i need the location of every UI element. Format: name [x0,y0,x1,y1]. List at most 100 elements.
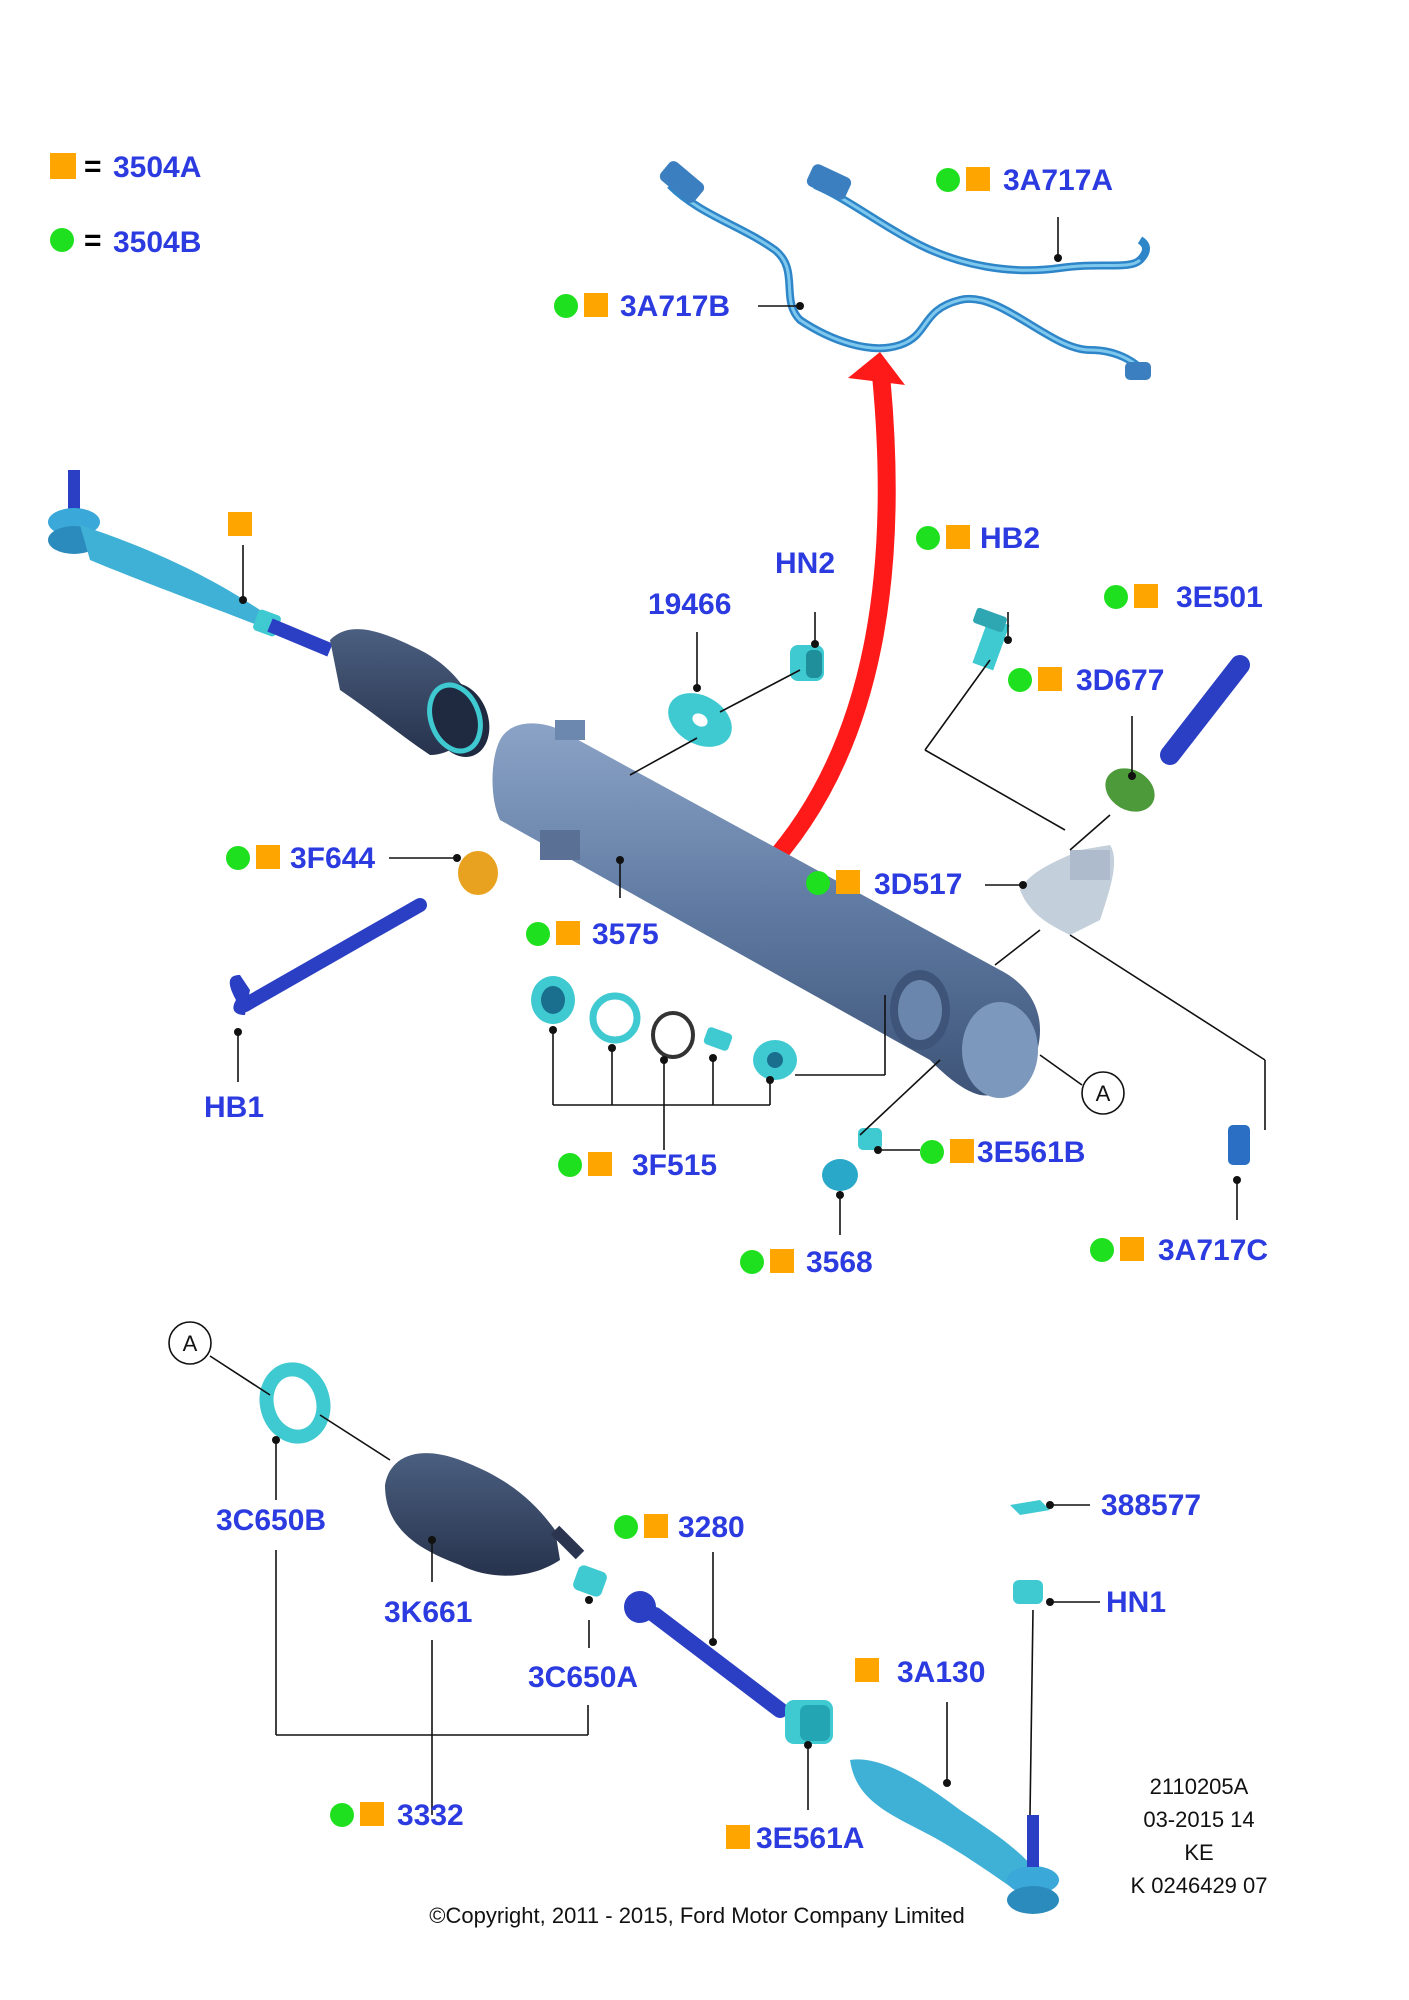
inner-tie-rod-top [267,618,333,657]
label-3K661[interactable]: 3K661 [384,1596,472,1629]
nut-HN2 [790,645,824,681]
label-3A717C[interactable]: 3A717C [1158,1234,1268,1267]
circle-icon [1104,585,1128,609]
relocation-arrow-head [848,352,905,385]
label-HN1[interactable]: HN1 [1106,1586,1166,1619]
clamp-3C650B [259,1362,331,1444]
leaders-bottom [209,1355,1100,1816]
legend-code-3504A: 3504A [113,151,201,184]
sensor-3A717C [1228,1125,1250,1165]
input-shaft-3E501 [1160,655,1250,765]
washer-19466 [668,693,732,747]
bush-3F644 [458,851,498,895]
ref-circle-top [1081,1071,1125,1115]
clamp-3C650A [573,1565,607,1597]
label-3575[interactable]: 3575 [592,918,659,951]
label-3280[interactable]: 3280 [678,1511,745,1544]
bush-3568 [822,1159,858,1191]
square-icon [950,1139,974,1163]
circle-icon [554,294,578,318]
label-HB2[interactable]: HB2 [980,522,1040,555]
legend-square-icon [50,153,76,179]
seal-3D677 [1105,768,1155,812]
harness-3A717B [659,161,1151,380]
tie-rod-end-left [48,470,281,637]
harness-3A717A [806,164,1150,275]
label-3D677[interactable]: 3D677 [1076,664,1164,697]
label-3C650B[interactable]: 3C650B [216,1504,326,1537]
label-3A717A[interactable]: 3A717A [1003,164,1113,197]
square-icon [1134,584,1158,608]
square-icon [946,525,970,549]
label-3332[interactable]: 3332 [397,1799,464,1832]
label-388577[interactable]: 388577 [1101,1489,1201,1522]
info-block: 2110205A 03-2015 14 KE K 0246429 07 [1130,1774,1267,1898]
labels-top: 3A717A 3A717B HB2 3E501 19466 HN2 3D677 … [204,164,1268,1279]
label-3A130[interactable]: 3A130 [897,1656,985,1689]
circle-icon [920,1140,944,1164]
relocation-arrow [753,364,896,882]
info-line-4: K 0246429 07 [1130,1873,1267,1898]
square-icon [1120,1237,1144,1261]
boot-3K661 [385,1453,585,1576]
square-icon [966,167,990,191]
copyright: ©Copyright, 2011 - 2015, Ford Motor Comp… [429,1903,965,1928]
circle-icon [936,168,960,192]
seal-kit-3F515 [531,976,797,1080]
nut-HN1 [1013,1580,1043,1604]
square-icon [836,870,860,894]
cotter-pin-388577 [1010,1500,1050,1515]
label-3F644[interactable]: 3F644 [290,842,375,875]
label-3568[interactable]: 3568 [806,1246,873,1279]
label-HN2[interactable]: HN2 [775,547,835,580]
circle-icon [1008,668,1032,692]
square-icon [855,1658,879,1682]
circle-icon [806,871,830,895]
bolt-HB2 [972,607,1010,671]
label-3A717B[interactable]: 3A717B [620,290,730,323]
circle-icon [526,922,550,946]
circle-icon [614,1515,638,1539]
circle-icon [330,1803,354,1827]
legend-code-3504B: 3504B [113,226,201,259]
info-line-2: 03-2015 14 [1143,1807,1254,1832]
square-icon [644,1514,668,1538]
square-icon [556,921,580,945]
info-line-3: KE [1184,1840,1213,1865]
label-HB1[interactable]: HB1 [204,1091,264,1124]
square-icon [770,1249,794,1273]
ref-marker-top: A [1096,1081,1111,1106]
boot-top [330,629,490,757]
labels-bottom: 3C650B 3K661 3280 388577 HN1 3C650A 3A13… [216,1489,1201,1855]
label-3E501[interactable]: 3E501 [1176,581,1263,614]
label-3D517[interactable]: 3D517 [874,868,962,901]
label-3F515[interactable]: 3F515 [632,1149,717,1182]
square-icon [256,845,280,869]
tie-rod-3280 [624,1591,788,1718]
legend: = 3504A = 3504B [50,150,201,259]
legend-eq: = [84,224,102,257]
leaders-top [234,217,1266,1235]
circle-icon [1090,1238,1114,1262]
ref-circle-bottom [168,1321,212,1365]
tie-rod-end-3A130 [850,1759,1059,1914]
circle-icon [916,526,940,550]
legend-circle-icon [50,228,74,252]
rack-housing [492,720,1040,1098]
square-icon [588,1152,612,1176]
label-3E561B[interactable]: 3E561B [977,1136,1085,1169]
ref-marker-bottom: A [183,1331,198,1356]
square-icon [584,293,608,317]
square-icon [228,512,252,536]
info-line-1: 2110205A [1150,1774,1249,1799]
label-19466[interactable]: 19466 [648,588,731,621]
legend-eq: = [84,150,102,183]
label-3C650A[interactable]: 3C650A [528,1661,638,1694]
square-icon [1038,667,1062,691]
label-3E561A[interactable]: 3E561A [756,1822,864,1855]
tie-rod-HB1 [229,898,427,1015]
nut-3E561A [785,1700,833,1744]
nut-3E561B [858,1128,882,1150]
circle-icon [558,1153,582,1177]
